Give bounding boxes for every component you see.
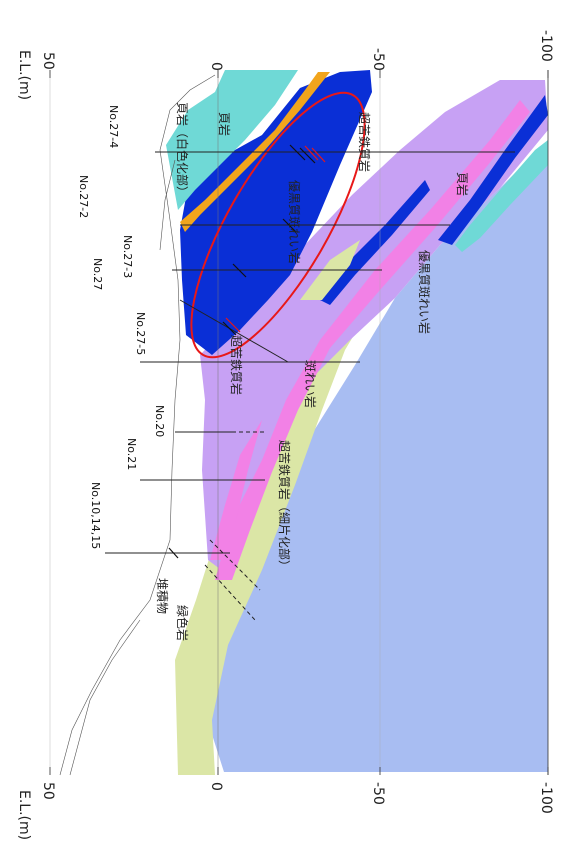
tick-bottom-0: 0 [208, 782, 224, 791]
fault-marks-red [225, 145, 326, 333]
label-ultramafic-mid: 超苦鉄質岩 [229, 335, 244, 395]
axis-ticks-top [49, 70, 549, 78]
borehole-label-no20: No.20 [153, 405, 166, 437]
borehole-label-no27-4: No.27-4 [107, 105, 120, 148]
axis-frame [49, 70, 549, 775]
unit-turquoise-chert [166, 70, 298, 210]
tick-top-m100: -100 [538, 30, 554, 62]
unit-labels: 頁岩 頁岩（白色化部） 超苦鉄質岩 優黒質斑れい岩 頁岩 優黒質斑れい岩 超苦鉄… [155, 102, 470, 641]
target-zone-ellipse [190, 91, 366, 359]
unit-violet-ultramafic [200, 80, 548, 575]
unit-basement-light-blue [200, 140, 548, 772]
axis-unit-label-bottom: E.L.(m) [16, 790, 32, 840]
borehole-labels: No.27-4 No.27-2 No.27-3 No.27 No.27-5 No… [77, 105, 166, 549]
label-ultramafic-top: 超苦鉄質岩 [357, 112, 372, 172]
borehole-lines [105, 151, 515, 554]
tick-top-m50: -50 [370, 48, 386, 71]
axis-labels-bottom: E.L.(m) 50 0 -50 -100 [16, 782, 554, 840]
borehole-label-no21: No.21 [125, 438, 138, 470]
unit-blue-strip-2 [320, 180, 430, 305]
borehole-label-no27-3: No.27-3 [121, 235, 134, 278]
label-deposits: 堆積物 [155, 578, 170, 614]
unit-deep-blue-strip [438, 95, 548, 245]
unit-dark-blue [180, 70, 372, 355]
borehole-label-no27-5: No.27-5 [134, 312, 147, 355]
borehole-label-no27-2: No.27-2 [77, 175, 90, 218]
label-shale: 頁岩 [455, 172, 470, 196]
unit-pink-lower [210, 420, 262, 560]
tick-top-50: 50 [40, 52, 56, 70]
unit-greenstone-lime [175, 290, 375, 775]
label-gabbro: 斑れい岩 [303, 360, 318, 408]
tick-bottom-m100: -100 [538, 782, 554, 814]
contact-lines [59, 74, 216, 776]
label-mafic-schist-b: 優黒質斑れい岩 [417, 250, 432, 334]
label-chert-weathered: 頁岩（白色化部） [175, 102, 190, 198]
label-mafic-schist-a: 優黒質斑れい岩 [287, 180, 302, 264]
unit-pink-band [215, 100, 530, 580]
axis-labels-top: E.L.(m) 50 0 -50 -100 [16, 30, 554, 100]
axis-ticks-bottom [49, 767, 549, 775]
unit-turquoise-lower [455, 140, 548, 252]
label-greenstone: 緑色岩 [175, 605, 190, 641]
fault-marks [168, 144, 316, 559]
tick-bottom-m50: -50 [370, 782, 386, 805]
tick-bottom-50: 50 [40, 782, 56, 800]
borehole-label-no10-14-15: No.10,14,15 [89, 482, 102, 549]
label-ultramafic-foliated: 超苦鉄質岩（細片化部） [277, 440, 292, 572]
label-chert-top: 頁岩 [217, 112, 232, 136]
tick-top-0: 0 [208, 62, 224, 71]
borehole-dashed-segments [204, 431, 265, 621]
borehole-label-no27: No.27 [91, 258, 104, 290]
axis-unit-label-top: E.L.(m) [16, 50, 32, 100]
